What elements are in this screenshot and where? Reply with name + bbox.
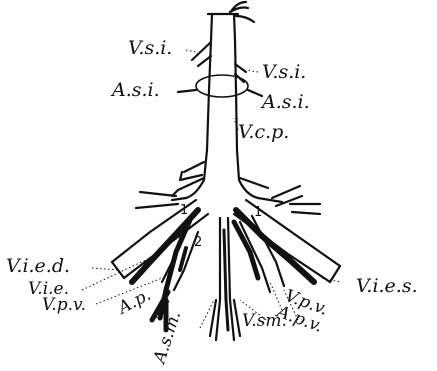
label-asi-left: A.s.i.	[110, 79, 160, 101]
label-vsi-left: V.s.i.	[128, 37, 172, 59]
vsi-left-branch	[192, 42, 211, 66]
label-vied: V.i.e.d.	[6, 255, 70, 277]
label-ap-left: A.p.	[113, 285, 154, 320]
side-branches	[136, 162, 320, 214]
numeral-1-right: 1	[254, 205, 262, 220]
main-trunk	[186, 2, 258, 198]
numeral-2-left: 2	[194, 235, 202, 250]
label-vpv-left: V.p.v.	[42, 295, 86, 315]
ligature-asi	[178, 75, 262, 97]
numeral-1-left: 1	[180, 203, 188, 218]
label-vies: V.i.e.s.	[356, 275, 418, 297]
label-vsi-right: V.s.i.	[262, 61, 306, 83]
right-iliac-vein	[234, 200, 340, 292]
label-vcp: V.c.p.	[238, 121, 289, 143]
label-asi-right: A.s.i.	[260, 91, 310, 113]
